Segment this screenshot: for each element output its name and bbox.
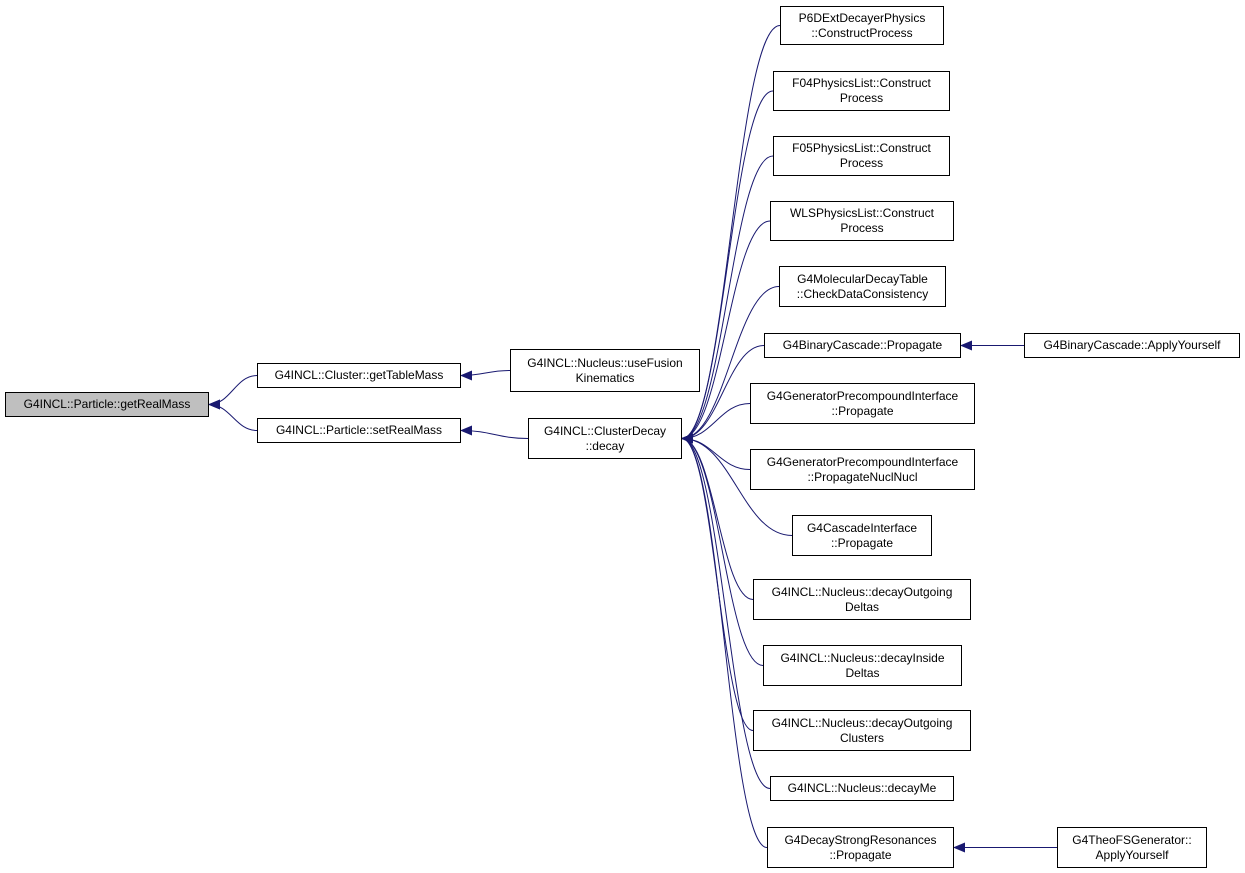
node-label-line: ::CheckDataConsistency [796, 286, 929, 301]
node-genPrePropagate[interactable]: G4GeneratorPrecompoundInterface::Propaga… [750, 383, 975, 424]
node-label-line: F04PhysicsList::Construct [792, 76, 931, 90]
node-label-line: Process [839, 156, 884, 170]
edge-decayMe-to-clusterDecay [681, 433, 771, 789]
node-label-line: ::PropagateNuclNucl [807, 469, 918, 484]
node-label-line: G4INCL::Nucleus::useFusion [527, 355, 683, 370]
node-label-line: ::Propagate [829, 847, 892, 862]
node-label-line: ::decay [585, 438, 625, 453]
node-label-line: G4DecayStrongResonances [784, 832, 937, 847]
edge-decayOutgoingDeltas-to-clusterDecay [681, 433, 754, 600]
node-getRealMass[interactable]: G4INCL::Particle::getRealMass [5, 392, 209, 417]
edge-strongResonances-to-clusterDecay [681, 433, 768, 848]
node-label-line: ::Propagate [831, 403, 894, 418]
node-setRealMass[interactable]: G4INCL::Particle::setRealMass [257, 418, 461, 443]
node-label-line: F05PhysicsList::Construct [792, 141, 931, 155]
node-molecular[interactable]: G4MolecularDecayTable::CheckDataConsiste… [779, 266, 946, 307]
node-cascadeInterface[interactable]: G4CascadeInterface::Propagate [792, 515, 932, 556]
node-label-line: ::Propagate [830, 535, 894, 550]
edge-f05-to-clusterDecay [681, 155, 774, 444]
node-binaryApply[interactable]: G4BinaryCascade::ApplyYourself [1024, 333, 1240, 358]
node-label-line: Process [839, 91, 884, 105]
node-label-line: G4INCL::Particle::setRealMass [275, 423, 443, 437]
node-label-line: G4TheoFSGenerator:: [1072, 832, 1192, 847]
node-label-line: ::ConstructProcess [811, 25, 913, 40]
node-label-line: Clusters [839, 730, 884, 745]
node-strongResonances[interactable]: G4DecayStrongResonances::Propagate [767, 827, 954, 868]
node-label-line: G4MolecularDecayTable [797, 271, 928, 286]
node-label-line: G4INCL::Nucleus::decayOutgoing [771, 584, 953, 599]
node-label-line: G4INCL::Nucleus::decayOutgoing [771, 715, 953, 730]
node-p6d[interactable]: P6DExtDecayerPhysics::ConstructProcess [780, 6, 944, 45]
edge-clusterDecay-to-setRealMass [460, 425, 529, 439]
node-getTableMass[interactable]: G4INCL::Cluster::getTableMass [257, 363, 461, 388]
node-label-line: G4INCL::Nucleus::decayInside [780, 650, 945, 665]
node-theoFS[interactable]: G4TheoFSGenerator::ApplyYourself [1057, 827, 1207, 868]
node-label-line: G4GeneratorPrecompoundInterface [766, 388, 959, 403]
node-label-line: G4CascadeInterface [806, 520, 918, 535]
node-label-line: G4INCL::Nucleus::decayMe [787, 781, 937, 795]
edge-binaryPropagate-to-clusterDecay [681, 345, 765, 444]
node-label-line: WLSPhysicsList::Construct [789, 206, 935, 220]
node-label-line: Kinematics [575, 370, 635, 385]
node-label-line: G4GeneratorPrecompoundInterface [766, 454, 959, 469]
edge-getTableMass-to-getRealMass [208, 375, 258, 410]
node-label-line: P6DExtDecayerPhysics [798, 10, 926, 25]
node-label-line: G4BinaryCascade::ApplyYourself [1043, 338, 1221, 352]
edge-cascadeInterface-to-clusterDecay [681, 433, 793, 536]
node-binaryPropagate[interactable]: G4BinaryCascade::Propagate [764, 333, 961, 358]
node-label-line: Deltas [844, 599, 879, 614]
edge-useFusionKinematics-to-getTableMass [460, 370, 511, 381]
node-clusterDecay[interactable]: G4INCL::ClusterDecay::decay [528, 418, 682, 459]
edge-molecular-to-clusterDecay [681, 286, 780, 444]
node-label-line: G4BinaryCascade::Propagate [782, 338, 943, 352]
edge-f04-to-clusterDecay [681, 90, 774, 444]
node-label-line: G4INCL::Particle::getRealMass [23, 397, 191, 411]
edge-genPreNuclNucl-to-clusterDecay [681, 433, 751, 470]
edge-setRealMass-to-getRealMass [208, 399, 258, 431]
node-label-line: G4INCL::Cluster::getTableMass [274, 368, 444, 382]
edge-decayInsideDeltas-to-clusterDecay [681, 433, 764, 666]
node-label-line: Deltas [845, 665, 880, 680]
node-decayMe[interactable]: G4INCL::Nucleus::decayMe [770, 776, 954, 801]
node-label-line: Process [840, 221, 884, 235]
node-label-line: G4INCL::ClusterDecay [543, 423, 667, 438]
edge-wls-to-clusterDecay [681, 220, 771, 444]
node-label-line: ApplyYourself [1095, 847, 1169, 862]
node-genPreNuclNucl[interactable]: G4GeneratorPrecompoundInterface::Propaga… [750, 449, 975, 490]
